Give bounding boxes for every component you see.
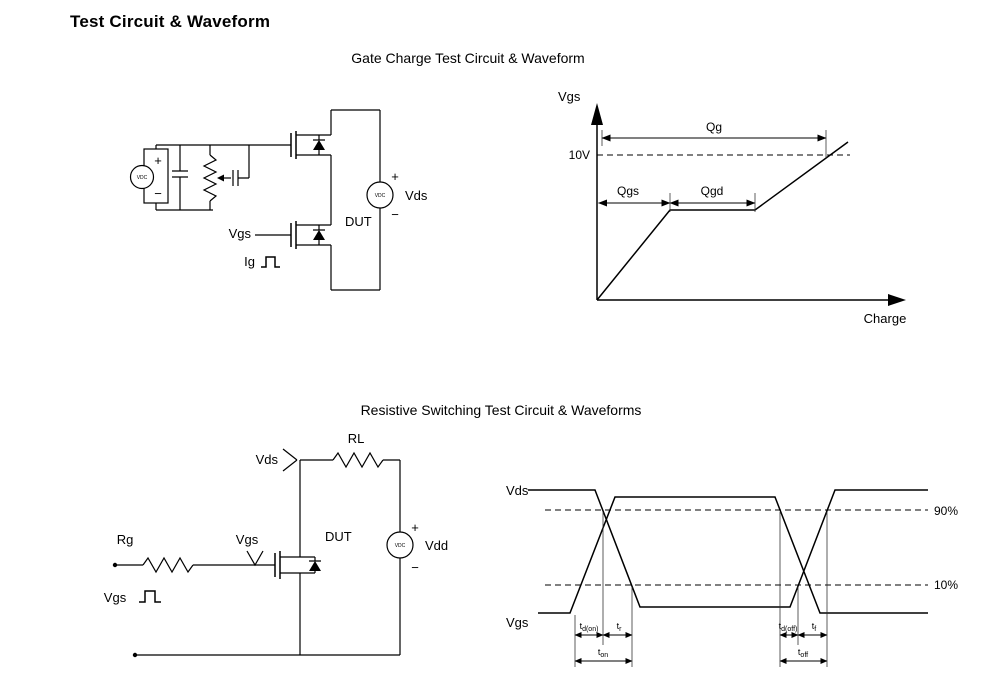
y-axis-arrow-icon [591,103,603,125]
axes: Vgs Charge [558,89,906,326]
qgd-dimension: Qgd [669,184,756,212]
vds-minus-sign: − [391,207,399,222]
upper-mosfet [290,110,332,225]
vds-trace [528,489,928,608]
body-diode [313,135,325,155]
vgs-pulse-icon [139,590,161,603]
vds-supply-label: VDC [375,193,386,199]
vdd-label: Vdd [425,538,448,553]
reference-levels: 90% 10% [545,504,958,592]
vdc-source-label: VDC [137,175,148,181]
vds-supply: VDC + Vds − [331,109,428,291]
td-on-label: td(on) [580,621,599,633]
t-off-label: toff [798,647,808,659]
gate-charge-section-title: Gate Charge Test Circuit & Waveform [351,50,585,66]
tr-label: tr [617,621,623,633]
vdc-plus-sign: + [154,153,162,168]
capacitor-c1 [172,145,188,210]
load-resistor-rl: RL [300,431,400,469]
vdd-plus-sign: + [411,520,419,535]
x-axis-label: Charge [864,311,907,326]
switching-waveform-plot: 90% 10% Vds Vgs td(on) tr ton td(off) tf… [506,483,958,667]
tf-label: tf [812,621,817,633]
qgs-label: Qgs [617,184,639,198]
ten-volt-level: 10V [569,148,850,162]
ten-percent-label: 10% [934,578,958,592]
dut-label: DUT [345,214,372,229]
body-diode [313,225,325,245]
qg-dimension: Qg [601,120,827,158]
vdd-supply: VDC + Vdd − [132,460,448,658]
gate-drive: Vgs Ig [229,226,280,269]
vgs-label: Vgs [229,226,252,241]
vds-probe: Vds [256,448,298,472]
vgs-trace [538,496,928,614]
body-diode [309,557,321,573]
ninety-percent-label: 90% [934,504,958,518]
page-title: Test Circuit & Waveform [70,12,271,31]
potentiometer [202,145,231,210]
vgs-input: Vgs [104,590,161,605]
turn-on-timings: td(on) tr ton [574,621,633,664]
bias-network: VDC + − [129,144,291,211]
ten-volt-label: 10V [569,148,590,162]
vgs-probe-icon [246,550,264,567]
vgs-trace-label: Vgs [506,615,529,630]
dut-mosfet: DUT [274,460,352,655]
vgs-input-label: Vgs [104,590,127,605]
gate-charge-waveform-plot: Vgs Charge 10V Qg Qgs Qgd [558,89,906,326]
vdc-minus-sign: − [154,186,162,201]
vds-trace-label: Vds [506,483,529,498]
resistive-section-title: Resistive Switching Test Circuit & Wavef… [360,402,642,418]
qgs-dimension: Qgs [598,184,671,212]
ig-label: Ig [244,254,255,269]
vds-label: Vds [256,452,279,467]
vgs-charge-curve [596,141,849,301]
vdd-supply-label: VDC [395,543,406,549]
wiper-arrow-icon [217,174,224,182]
gate-charge-circuit-diagram: VDC + − [129,109,428,291]
td-off-label: td(off) [779,621,798,633]
ig-pulse-icon [261,256,280,268]
vds-plus-sign: + [391,169,399,184]
y-axis-label: Vgs [558,89,581,104]
vgs-gate-label: Vgs [236,532,259,547]
qg-label: Qg [706,120,722,134]
capacitor-c2 [232,145,250,186]
rg-label: Rg [117,532,134,547]
gate-network: Rg Vgs [112,532,275,574]
timing-reference-lines [574,512,828,667]
x-axis-arrow-icon [888,294,906,306]
vdd-minus-sign: − [411,560,419,575]
dut-label: DUT [325,529,352,544]
t-on-label: ton [598,647,608,659]
vds-label: Vds [405,188,428,203]
qgd-label: Qgd [701,184,724,198]
vdc-source: VDC + − [129,145,169,210]
rl-label: RL [348,431,365,446]
dut-mosfet: DUT [255,214,372,290]
resistive-circuit-diagram: RL Vds DUT Rg Vgs [104,431,448,658]
turn-off-timings: td(off) tf toff [779,621,828,664]
